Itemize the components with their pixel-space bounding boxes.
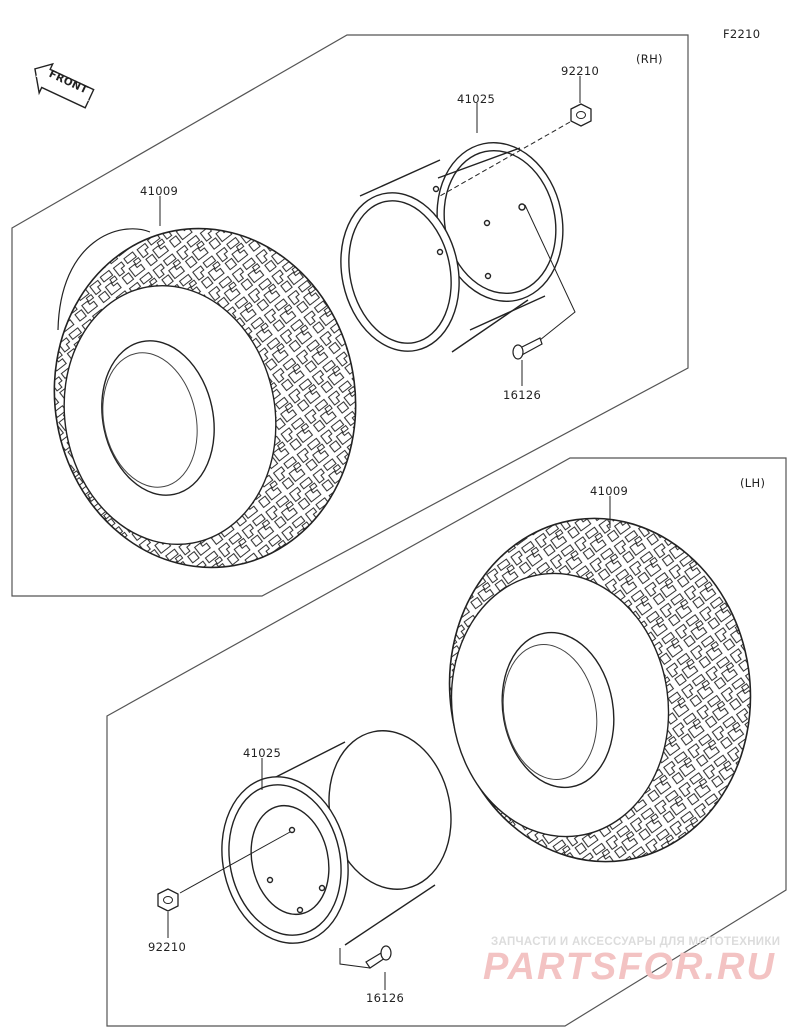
lh-side-label: (LH) <box>740 476 766 490</box>
lh-wheel <box>221 730 452 946</box>
watermark-tagline: ЗАПЧАСТИ И АКСЕССУАРЫ ДЛЯ МОТОТЕХНИКИ <box>491 936 781 948</box>
rh-side-label: (RH) <box>636 52 663 66</box>
lh-valve-icon <box>365 945 392 969</box>
lh-frame <box>106 457 787 1027</box>
rh-tire <box>53 227 357 569</box>
rh-wheel <box>340 141 564 353</box>
rh-valve-icon <box>512 337 543 360</box>
lh-nut-part-number: 92210 <box>148 940 187 954</box>
rh-valve-part-number: 16126 <box>503 388 542 402</box>
rh-nut-icon <box>570 103 592 127</box>
lh-nut-icon <box>157 888 179 912</box>
rh-nut-part-number: 92210 <box>561 64 600 78</box>
figure-code: F2210 <box>723 27 761 41</box>
rh-wheel-part-number: 41025 <box>457 92 496 106</box>
lh-wheel-part-number: 41025 <box>243 746 282 760</box>
watermark-logo: PARTSFOR.RU <box>483 946 776 988</box>
front-arrow-icon <box>34 62 95 109</box>
rh-tire-part-number: 41009 <box>140 184 179 198</box>
lh-tire <box>448 517 752 863</box>
lh-tire-part-number: 41009 <box>590 484 629 498</box>
rh-frame <box>11 34 689 597</box>
lh-valve-part-number: 16126 <box>366 991 405 1005</box>
